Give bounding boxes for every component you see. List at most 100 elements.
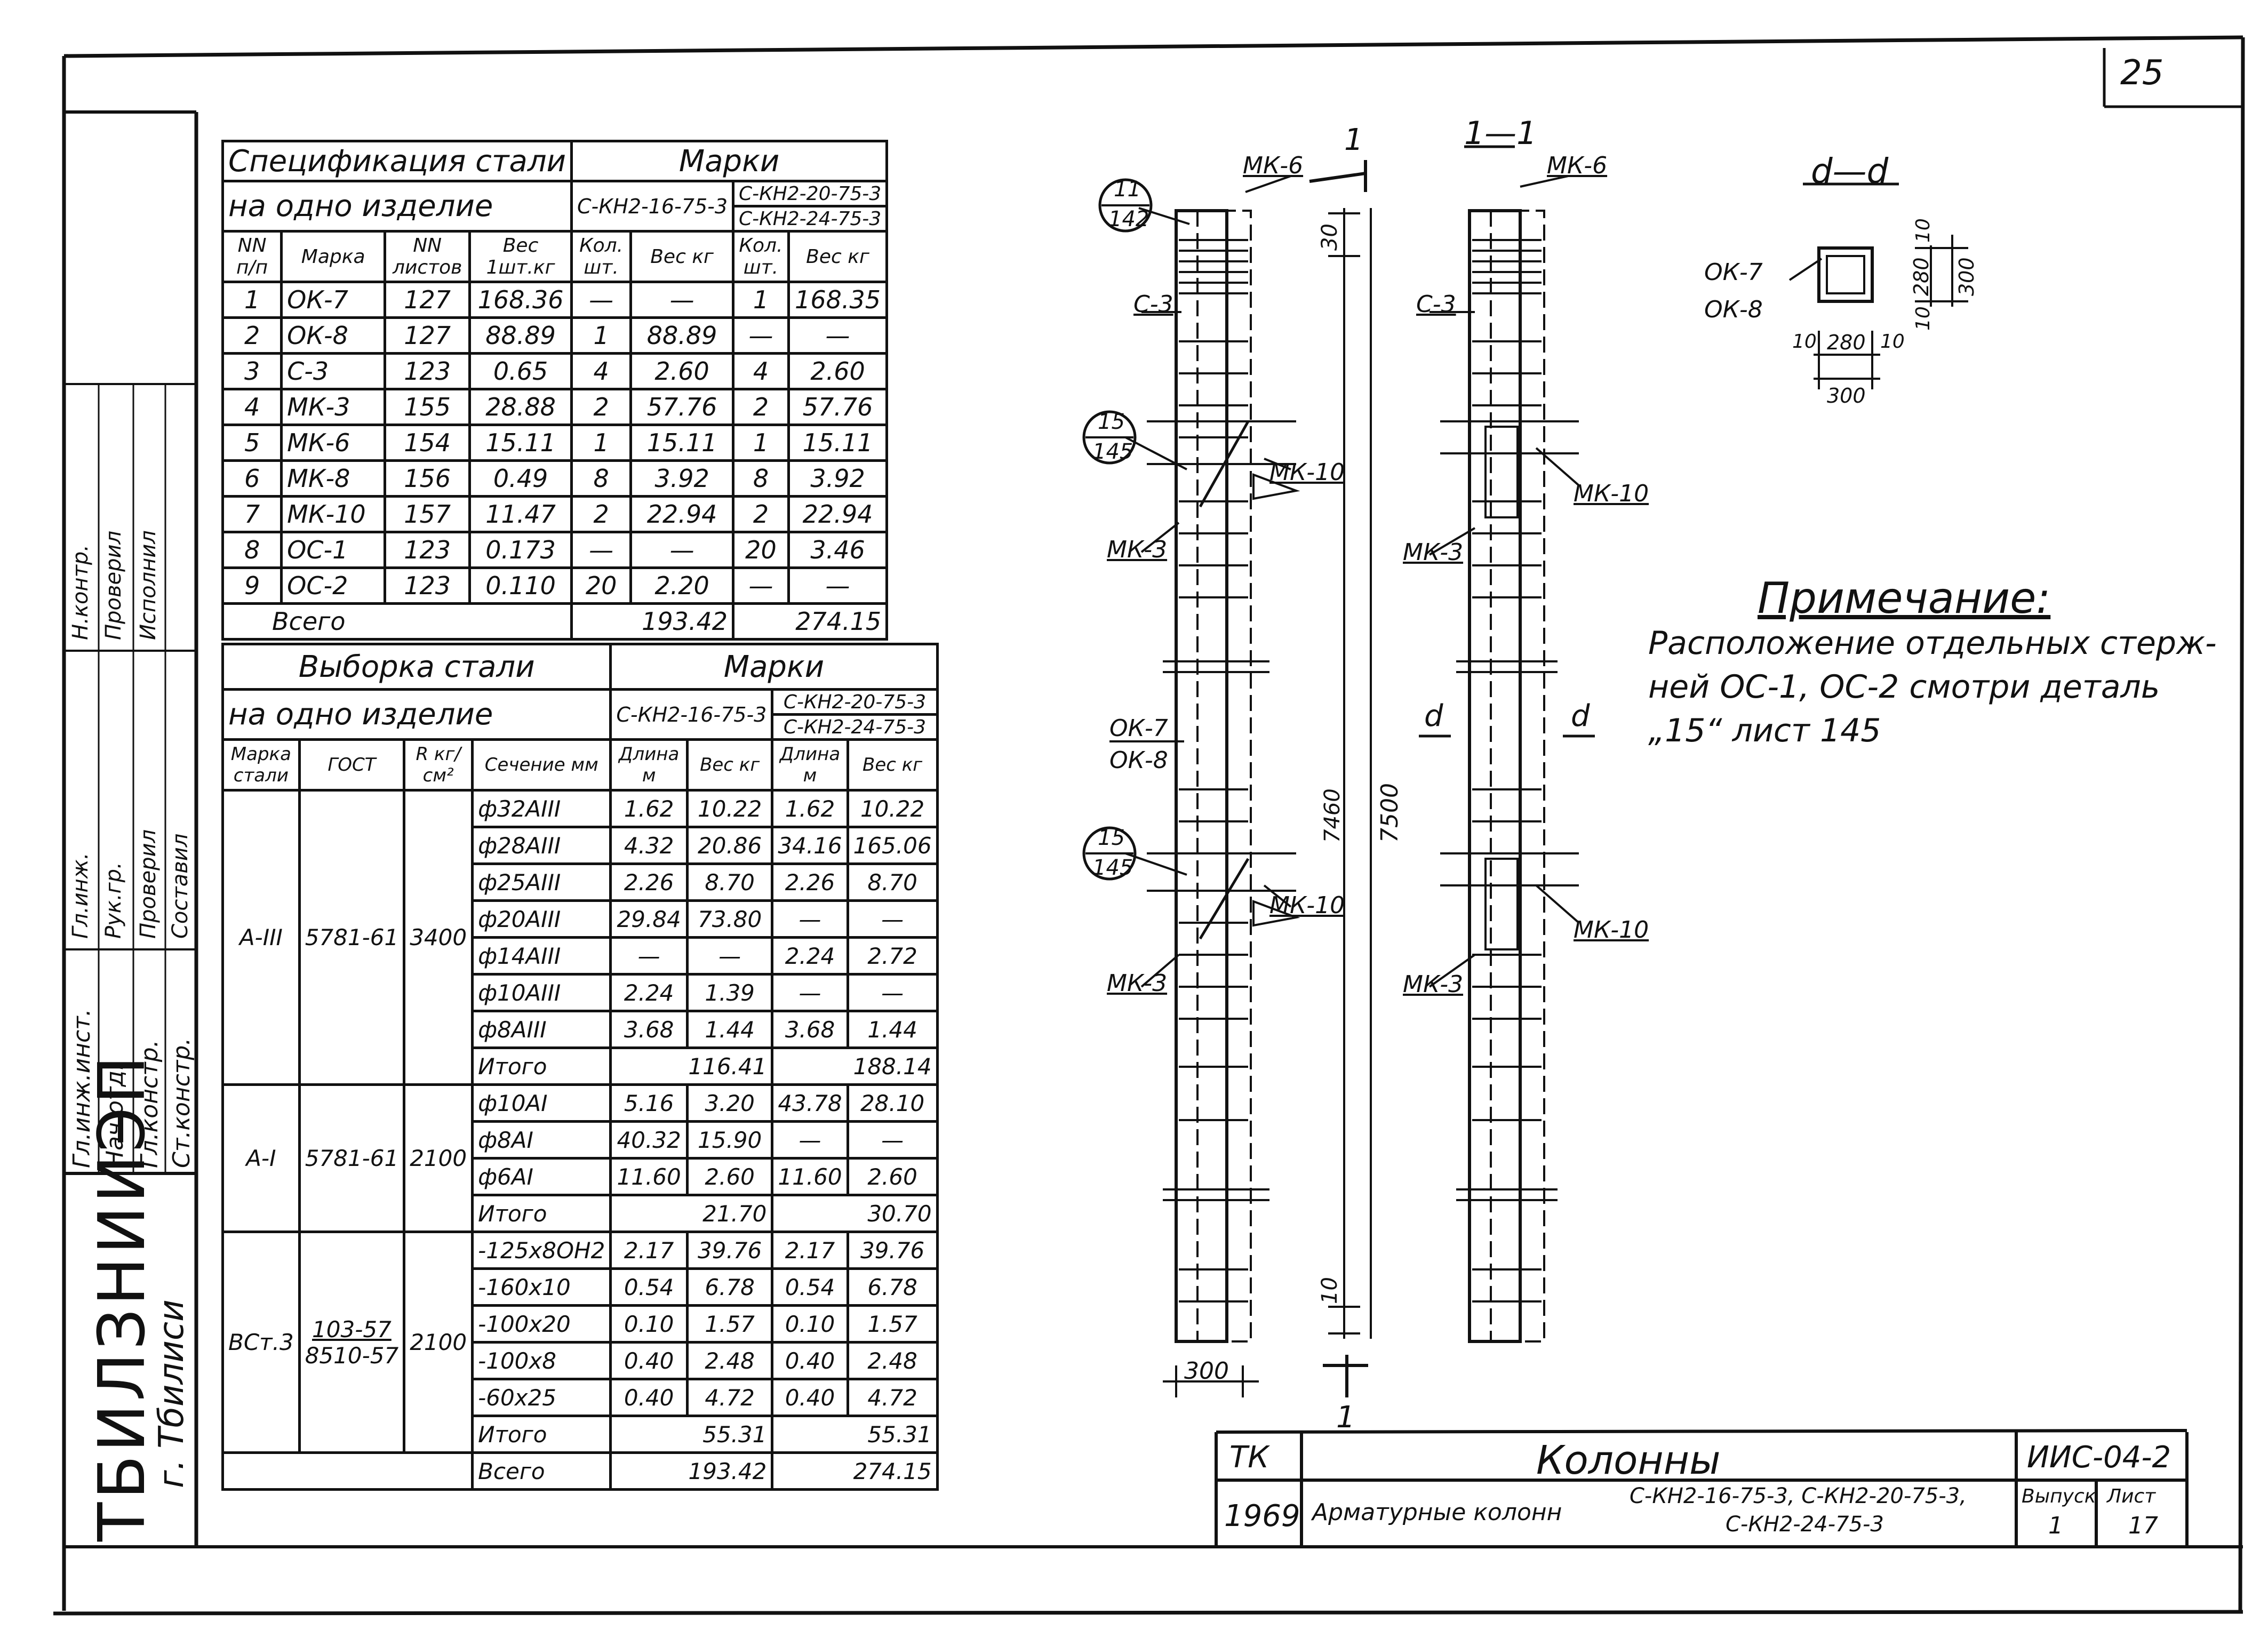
- sel-cell-l2: 2.17: [771, 1231, 849, 1270]
- spec-cell-sheet: 127: [384, 316, 472, 355]
- sel-cell-l1: 4.32: [609, 826, 689, 865]
- sel-grand-label: Всего: [471, 1451, 612, 1491]
- section-1-1-title: 1—1: [1464, 115, 1537, 152]
- sel-grand-2: 274.15: [771, 1451, 939, 1491]
- label-c3-b: С-3: [1416, 291, 1456, 318]
- dd-dim-inner-h: 280: [1910, 257, 1933, 296]
- sel-cell-l2: —: [771, 899, 849, 939]
- sel-steel-grade: А-III: [221, 789, 301, 1086]
- label-mk3-a: МК-3: [1107, 536, 1168, 563]
- spec-table: Спецификация стали Марки на одно изделие…: [221, 140, 889, 641]
- sel-cell-w2: —: [846, 1120, 939, 1160]
- sel-cell-w2: 2.60: [846, 1157, 939, 1196]
- stamp-code: ИИС-04-2: [2027, 1440, 2171, 1475]
- sel-cell-l1: 40.32: [609, 1120, 689, 1160]
- sel-cell-sec: ф8АIII: [471, 1010, 612, 1049]
- spec-col-weight1: Вес кг: [629, 230, 735, 283]
- sel-steel-grade: ВСт.3: [221, 1231, 301, 1454]
- callout-15a-num: 15: [1098, 410, 1125, 434]
- spec-cell-sheet: 155: [384, 388, 472, 426]
- sel-cell-l1: 3.68: [609, 1010, 689, 1049]
- spec-col-brand: Марка: [280, 230, 387, 283]
- spec-cell-w1: 22.94: [629, 495, 735, 533]
- sel-cell-w2: 1.57: [846, 1304, 939, 1344]
- spec-cell-qty1: 1: [570, 316, 633, 355]
- section-d-d-title: d—d: [1811, 152, 1889, 191]
- sel-cell-w1: 1.57: [685, 1304, 774, 1344]
- sel-gost-line-1: 103-57: [312, 1316, 392, 1343]
- spec-col-weight2: Вес кг: [787, 230, 889, 283]
- spec-cell-brand: МК-6: [280, 424, 387, 462]
- sel-subtotal-2: 30.70: [771, 1194, 939, 1233]
- spec-cell-w2: 3.46: [787, 531, 889, 569]
- spec-cell-no: 7: [221, 495, 283, 533]
- sel-cell-w2: 2.72: [846, 936, 939, 976]
- sel-gost-line-2: 8510-57: [305, 1342, 399, 1369]
- spec-cell-w1: 88.89: [629, 316, 735, 355]
- spec-cell-weight: 0.49: [468, 459, 573, 498]
- sel-cell-sec: -60х25: [471, 1378, 612, 1417]
- sel-cell-w1: 20.86: [685, 826, 774, 865]
- sel-strength: 2100: [403, 1083, 474, 1233]
- spec-cell-sheet: 123: [384, 531, 472, 569]
- spec-cell-w2: 3.92: [787, 459, 889, 498]
- sel-cell-w2: 2.48: [846, 1341, 939, 1380]
- sel-cell-l2: 3.68: [771, 1010, 849, 1049]
- label-mk10-b: МК-10: [1269, 892, 1345, 919]
- callout-15a-sheet: 145: [1092, 440, 1133, 464]
- dd-dim-edge-top: 10: [1912, 218, 1934, 243]
- label-ok7: ОК-7: [1109, 715, 1168, 742]
- signature-role-6: Проверил: [101, 530, 126, 640]
- spec-cell-sheet: 123: [384, 566, 472, 605]
- spec-cell-qty1: 8: [570, 459, 633, 498]
- dd-dim-w: 300: [1827, 384, 1866, 407]
- sel-cell-sec: ф32АIII: [471, 789, 612, 828]
- sel-cell-w1: 15.90: [685, 1120, 774, 1160]
- sel-grand-1: 193.42: [609, 1451, 774, 1491]
- dim-full: 7500: [1376, 783, 1403, 843]
- sel-cell-w2: 4.72: [846, 1378, 939, 1417]
- sel-cell-w2: —: [846, 899, 939, 939]
- signature-role-3: Гл.констр.: [136, 1040, 163, 1168]
- stamp-sheet: 17: [2128, 1512, 2158, 1539]
- label-mk3-d: МК-3: [1403, 971, 1464, 998]
- spec-cell-qty2: 1: [732, 424, 790, 462]
- spec-cell-brand: ОС-2: [280, 566, 387, 605]
- spec-cell-weight: 28.88: [468, 388, 573, 426]
- sel-cell-w2: —: [846, 973, 939, 1012]
- spec-cell-qty2: 1: [732, 281, 790, 319]
- sel-cell-w2: 1.44: [846, 1010, 939, 1049]
- sel-cell-w1: 2.48: [685, 1341, 774, 1380]
- sel-cell-l2: 0.40: [771, 1378, 849, 1417]
- spec-total-1: 193.42: [570, 602, 735, 641]
- spec-cell-no: 9: [221, 566, 283, 605]
- spec-col-no: NN п/п: [221, 230, 283, 283]
- spec-cell-qty2: —: [732, 566, 790, 605]
- label-mk6-b: МК-6: [1547, 152, 1608, 179]
- spec-cell-qty1: —: [570, 281, 633, 319]
- sel-strength: 2100: [403, 1231, 474, 1454]
- sel-cell-w1: —: [685, 936, 774, 976]
- spec-cell-qty2: 2: [732, 495, 790, 533]
- stamp-title: Колонны: [1536, 1437, 1721, 1483]
- sel-cell-sec: ф28АIII: [471, 826, 612, 865]
- note-line-1: Расположение отдельных стерж-: [1648, 625, 2217, 662]
- org-city: г. Тбилиси: [152, 1299, 191, 1488]
- spec-cell-qty2: —: [732, 316, 790, 355]
- spec-cell-sheet: 157: [384, 495, 472, 533]
- sel-title: Выборка стали: [221, 643, 612, 691]
- spec-cell-w1: —: [629, 531, 735, 569]
- sel-cell-l2: —: [771, 1120, 849, 1160]
- spec-cell-w1: —: [629, 281, 735, 319]
- sel-cell-sec: -100х8: [471, 1341, 612, 1380]
- dim-width: 300: [1184, 1357, 1229, 1385]
- stamp-sheet-label: Лист: [2107, 1485, 2156, 1507]
- callout-11-num: 11: [1114, 177, 1141, 202]
